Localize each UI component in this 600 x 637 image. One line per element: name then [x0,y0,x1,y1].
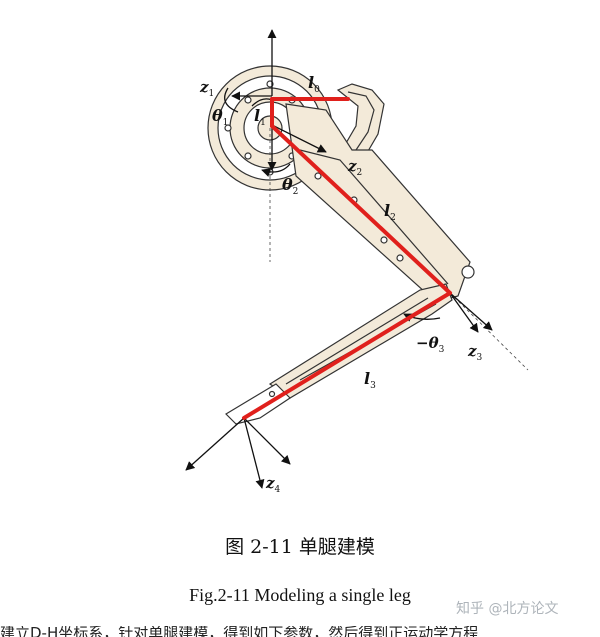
link-l2 [270,124,452,295]
label-theta2: θ2 [282,175,298,197]
lower-leg-body [225,283,453,425]
link-l3 [242,291,452,420]
label-z1: z1 [199,78,214,99]
label-l1: l1 [254,106,266,128]
cropped-body-text: 建立D-H坐标系，针对单腿建模，得到如下参数，然后得到正运动学方程 [0,626,479,637]
label-theta3: −θ3 [416,334,445,355]
coordinate-axes [185,29,493,489]
label-l2: l2 [384,201,396,223]
reference-lines [269,128,529,371]
kinematic-links [242,97,452,420]
figure-caption-english: Fig.2-11 Modeling a single leg [189,585,411,605]
label-l0: l0 [308,73,320,95]
upper-leg-body [285,103,475,303]
label-z4: z4 [265,474,281,495]
label-theta1: θ1 [212,106,228,128]
label-z3: z3 [467,342,483,363]
zhihu-watermark: 知乎 @北方论文 [456,601,559,617]
figure-caption-chinese: 图 2-11 单腿建模 [225,536,375,558]
label-z2: z2 [347,157,362,178]
single-leg-model-diagram: z1 θ1 l0 l1 z2 θ2 l2 −θ3 z3 l3 z4 [185,29,529,495]
label-l3: l3 [364,369,376,391]
